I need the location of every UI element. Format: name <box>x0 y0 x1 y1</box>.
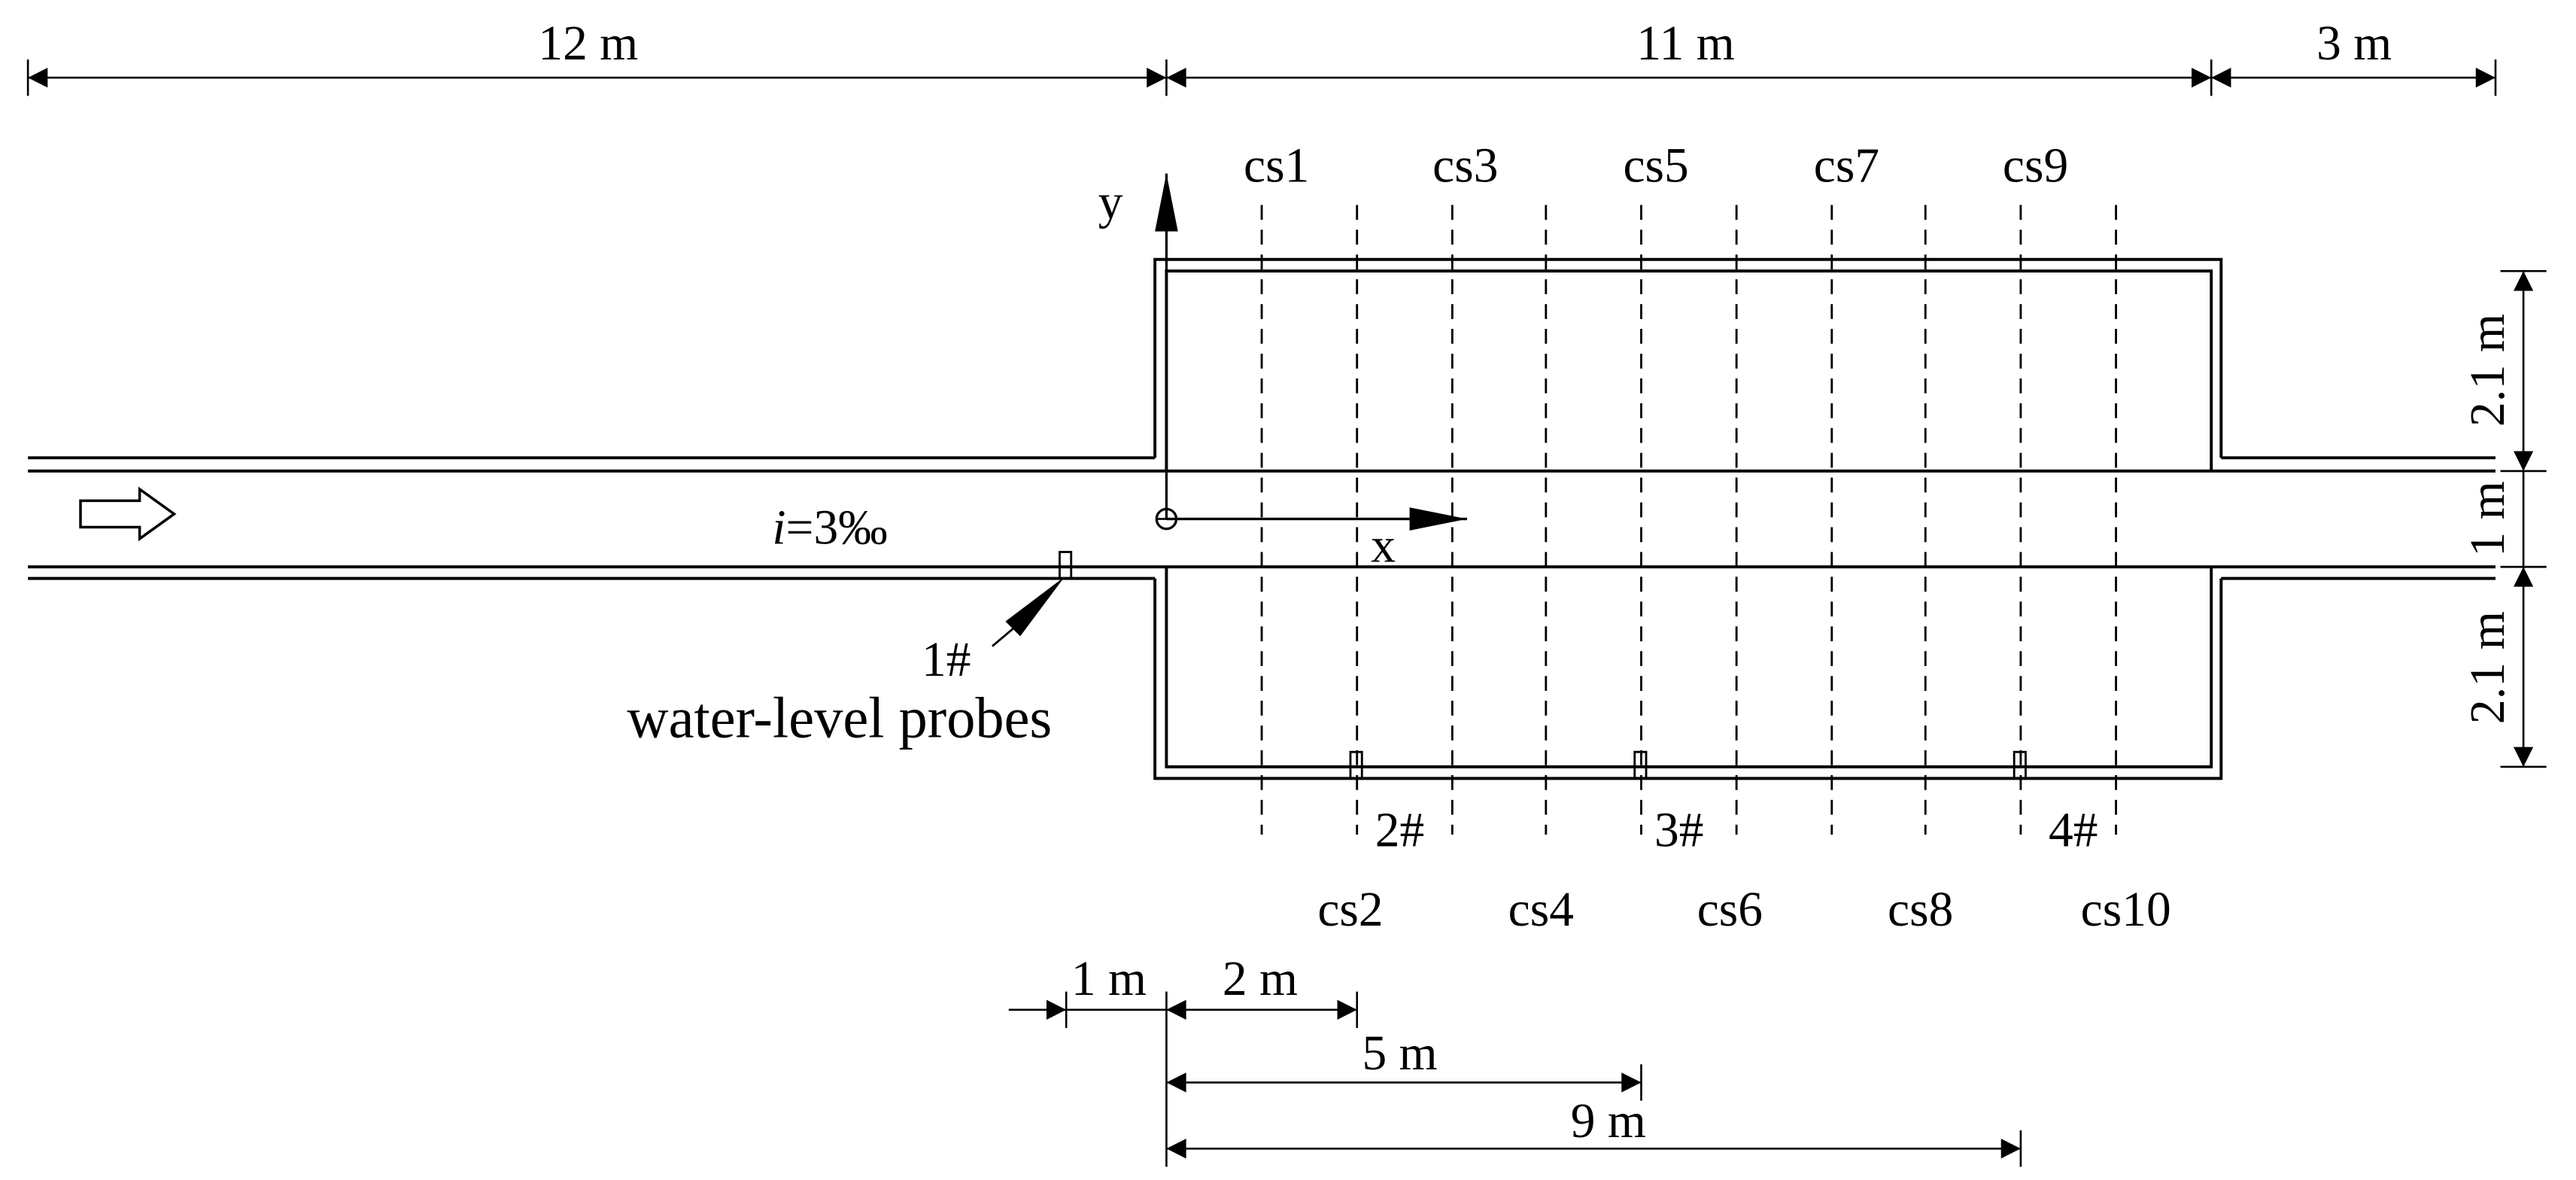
dim-label-9m: 9 m <box>1571 1093 1646 1148</box>
probe-3 <box>1633 750 1648 780</box>
upper-basin-inner-wall <box>1165 269 2213 471</box>
x-axis-arrowhead <box>1409 507 1468 531</box>
cs8-label: cs8 <box>1888 882 1953 937</box>
cross-section-lines: cs1 cs3 cs5 cs7 cs9 cs2 cs4 cs6 cs8 cs10 <box>1244 138 2171 936</box>
cs2-label: cs2 <box>1317 882 1383 937</box>
probe-1 <box>1059 551 1073 580</box>
cs6-label: cs6 <box>1697 882 1763 937</box>
slope-label: i=3‰ <box>772 500 887 555</box>
dim-label-1m-bottom: 1 m <box>1071 951 1147 1006</box>
cs4-label: cs4 <box>1508 882 1574 937</box>
dim-label-2m: 2 m <box>1223 951 1298 1006</box>
dim-label-5m: 5 m <box>1362 1026 1437 1081</box>
cs1-label: cs1 <box>1244 138 1309 193</box>
slope-symbol: i <box>772 500 785 555</box>
cs10-label: cs10 <box>2081 882 2171 937</box>
cs9-label: cs9 <box>2003 138 2068 193</box>
lower-basin-inner-wall <box>1165 567 2213 768</box>
y-axis-label: y <box>1098 175 1123 230</box>
probe-2 <box>1349 750 1363 780</box>
coordinate-axes: y x <box>1098 173 1468 573</box>
cs5-label: cs5 <box>1623 138 1688 193</box>
dim-label-2.1m-top: 2.1 m <box>2460 314 2515 427</box>
probe-1-leader-arrowhead <box>1005 576 1065 637</box>
x-axis-label: x <box>1371 519 1396 573</box>
top-dimension-chain: 12 m 11 m 3 m <box>26 16 2497 96</box>
slope-value: =3‰ <box>786 500 888 555</box>
dim-label-12m: 12 m <box>538 16 638 71</box>
dim-label-1m-right: 1 m <box>2460 481 2515 557</box>
right-dimension-chain: 2.1 m 1 m 2.1 m <box>2460 269 2547 768</box>
probe-1-label: 1# <box>922 632 971 687</box>
cs3-label: cs3 <box>1432 138 1498 193</box>
dim-label-11m: 11 m <box>1636 16 1734 71</box>
flow-direction-arrow-icon <box>79 486 177 542</box>
water-level-probes: 1# 2# 3# 4# water-level probes <box>627 551 2098 857</box>
probe-caption: water-level probes <box>627 686 1052 750</box>
probe-2-label: 2# <box>1375 802 1425 857</box>
probe-4-label: 4# <box>2049 802 2098 857</box>
cs7-label: cs7 <box>1814 138 1879 193</box>
dim-label-3m: 3 m <box>2316 16 2392 71</box>
y-axis-arrowhead <box>1155 173 1178 232</box>
probe-3-label: 3# <box>1654 802 1704 857</box>
upper-basin-outer-wall <box>1153 257 2223 458</box>
lower-basin-outer-wall <box>1153 578 2223 780</box>
dim-label-2.1m-bottom: 2.1 m <box>2460 611 2515 724</box>
flume-outline <box>28 257 2496 780</box>
bottom-dimension-chains: 1 m 2 m 5 m 9 m <box>1008 951 2022 1167</box>
probe-4 <box>2012 750 2027 780</box>
